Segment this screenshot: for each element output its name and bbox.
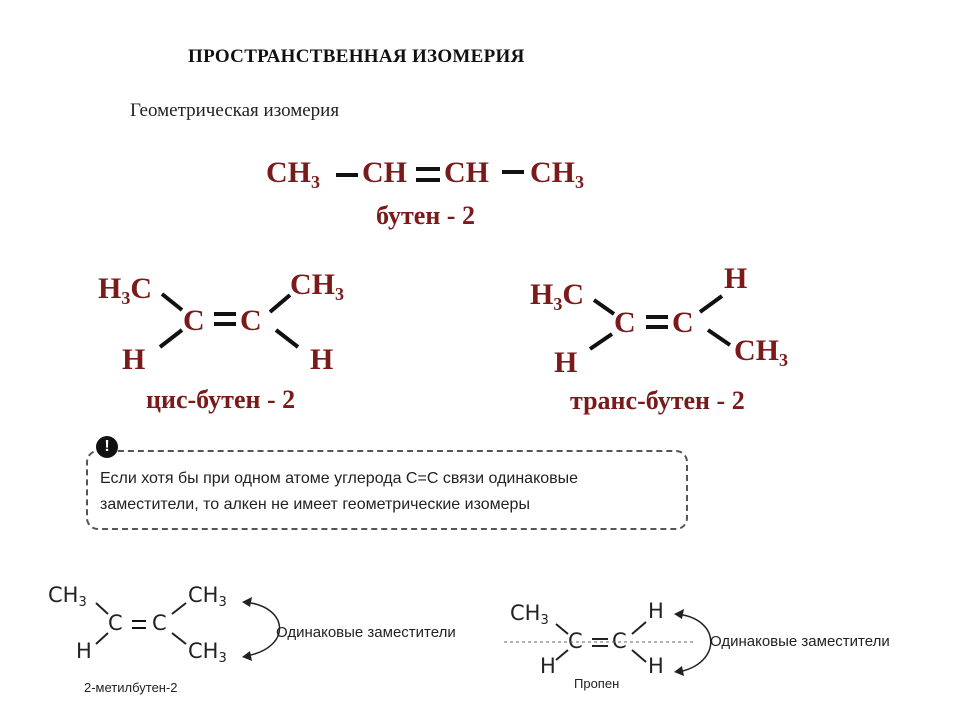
double-bond-top	[214, 312, 236, 316]
note-box	[86, 450, 688, 530]
atom-h-left: H	[76, 639, 92, 663]
atom-h-left: H	[554, 346, 578, 379]
atom-h3c: H3C	[98, 272, 153, 308]
atom-c2: C	[612, 629, 627, 653]
note-text: Если хотя бы при одном атоме углерода С=…	[100, 470, 579, 513]
atom-c2: C	[240, 304, 262, 337]
atom-ch3-bottom: CH3	[188, 639, 227, 666]
atom-ch3: CH3	[290, 268, 344, 304]
exclamation-icon: !	[96, 436, 118, 458]
double-bond-bottom	[214, 322, 236, 326]
atom-c2: C	[152, 611, 167, 635]
atom-c1: C	[108, 611, 123, 635]
atom-c1: C	[614, 306, 636, 339]
methylbutene-name: 2-метилбутен-2	[84, 680, 178, 695]
double-bond-top	[646, 315, 668, 319]
double-bond-bottom	[416, 178, 440, 182]
atom-ch-a: CH	[362, 156, 407, 189]
atom-ch3-left: CH3	[266, 156, 320, 192]
atom-h3c: H3C	[530, 278, 585, 314]
atom-ch3-left: CH3	[48, 583, 87, 610]
double-bond-bottom	[646, 325, 668, 329]
atom-h-left: H	[540, 654, 556, 678]
atom-h-bottom: H	[648, 654, 664, 678]
page-title: ПРОСТРАНСТВЕННАЯ ИЗОМЕРИЯ	[188, 46, 525, 67]
cis-name: цис-бутен - 2	[146, 385, 296, 414]
trans-name: транс-бутен - 2	[570, 386, 745, 415]
methylbutene-arrow-label: Одинаковые заместители	[276, 624, 456, 641]
atom-ch-b: CH	[444, 156, 489, 189]
propene-arrow-label: Одинаковые заместители	[710, 633, 890, 650]
atom-ch3: CH3	[734, 334, 788, 370]
single-bond	[502, 170, 524, 174]
butene-name: бутен - 2	[376, 201, 475, 230]
double-bond-top	[416, 167, 440, 171]
atom-c1: C	[183, 304, 205, 337]
double-bond-bottom	[132, 627, 146, 629]
atom-h-left: H	[122, 343, 146, 376]
atom-c1: C	[568, 629, 583, 653]
section-subtitle: Геометрическая изомерия	[130, 100, 340, 121]
atom-h-right: H	[310, 343, 334, 376]
atom-h-top: H	[648, 599, 664, 623]
double-bond-top	[132, 620, 146, 622]
atom-c2: C	[672, 306, 694, 339]
single-bond	[336, 173, 358, 177]
atom-h-top: H	[724, 262, 748, 295]
atom-ch3-right: CH3	[530, 156, 584, 192]
propene-name: Пропен	[574, 676, 620, 691]
atom-ch3-top: CH3	[188, 583, 227, 610]
atom-ch3-left: CH3	[510, 601, 549, 628]
